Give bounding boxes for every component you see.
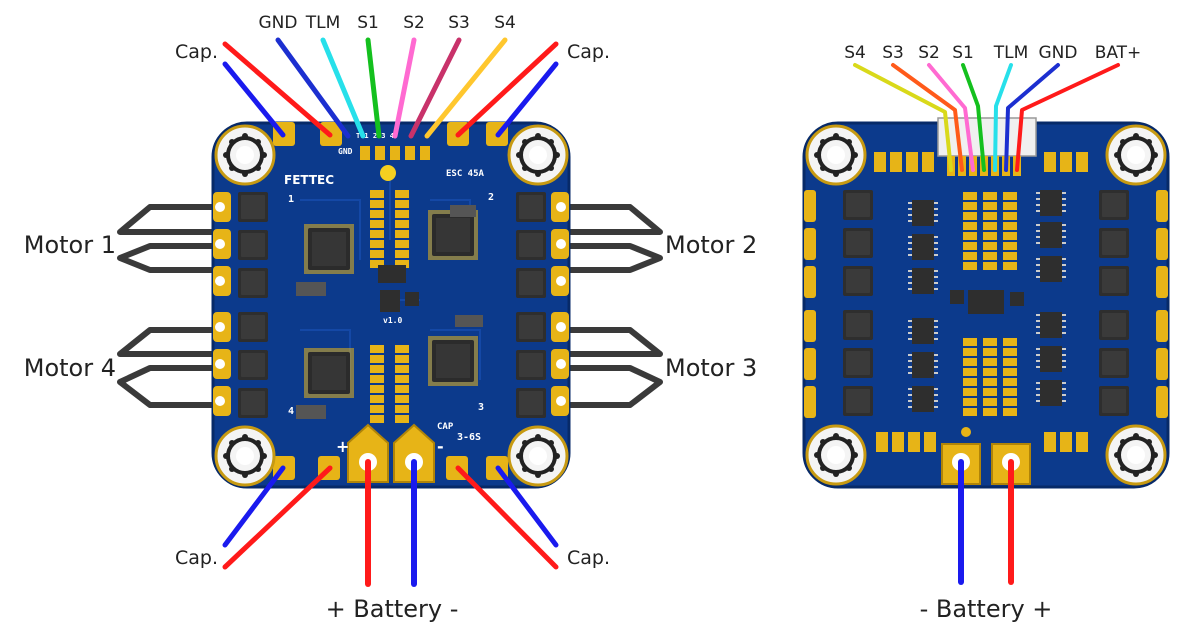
label-motor-2: Motor 2 bbox=[665, 231, 757, 259]
back-side-pads bbox=[804, 190, 1168, 418]
back-label-s2: S2 bbox=[918, 43, 940, 63]
front-battery-pads bbox=[347, 423, 435, 483]
label-tlm: TLM bbox=[305, 13, 341, 33]
label-gnd: GND bbox=[259, 13, 298, 33]
back-caps bbox=[874, 152, 1088, 452]
back-label-s4: S4 bbox=[844, 43, 866, 63]
back-label-s3: S3 bbox=[882, 43, 904, 63]
label-motor-4: Motor 4 bbox=[24, 354, 116, 382]
back-battery-wires bbox=[958, 459, 1014, 585]
silk-pads: T 1 2 3 4 bbox=[356, 132, 394, 140]
label-cap-top-left: Cap. bbox=[175, 41, 218, 63]
label-cap-bottom-left: Cap. bbox=[175, 547, 218, 569]
silk-gnd: GND bbox=[338, 147, 353, 156]
silk-plus: + bbox=[336, 437, 349, 456]
silk-n4: 4 bbox=[288, 406, 294, 417]
silk-brand: FETTEC bbox=[284, 173, 334, 187]
label-s4: S4 bbox=[494, 13, 516, 33]
label-s2: S2 bbox=[403, 13, 425, 33]
motor-wires-right bbox=[558, 204, 663, 408]
back-label-gnd: GND bbox=[1039, 43, 1078, 63]
label-motor-3: Motor 3 bbox=[665, 354, 757, 382]
front-view: FETTEC ESC 45A v1.0 CAP 3-6S GND T 1 2 3… bbox=[24, 13, 758, 623]
silk-n1: 1 bbox=[288, 194, 294, 205]
silk-minus: - bbox=[437, 437, 444, 456]
label-front-battery: + Battery - bbox=[326, 595, 459, 623]
back-view: S4 S3 S2 S1 TLM GND BAT+ - Battery + bbox=[802, 43, 1170, 623]
label-motor-1: Motor 1 bbox=[24, 231, 116, 259]
silk-cap: CAP bbox=[437, 422, 454, 432]
label-cap-top-right: Cap. bbox=[567, 41, 610, 63]
front-silkscreen: FETTEC ESC 45A v1.0 CAP 3-6S GND T 1 2 3… bbox=[284, 132, 494, 456]
label-s1: S1 bbox=[357, 13, 379, 33]
label-s3: S3 bbox=[448, 13, 470, 33]
back-label-bat-plus: BAT+ bbox=[1095, 43, 1142, 63]
back-label-s1: S1 bbox=[952, 43, 974, 63]
silk-cells: 3-6S bbox=[457, 432, 481, 443]
front-cap-wires bbox=[222, 41, 559, 570]
back-top-labels: S4 S3 S2 S1 TLM GND BAT+ bbox=[844, 43, 1141, 63]
front-signal-wires bbox=[275, 37, 508, 139]
label-cap-bottom-right: Cap. bbox=[567, 547, 610, 569]
back-signal-wires bbox=[853, 63, 1120, 172]
silk-version: v1.0 bbox=[383, 316, 402, 325]
back-label-tlm: TLM bbox=[993, 43, 1029, 63]
motor-wires-left bbox=[117, 204, 223, 408]
label-back-battery: - Battery + bbox=[920, 595, 1053, 623]
front-motor-pad-holes bbox=[215, 202, 566, 406]
front-top-labels: GND TLM S1 S2 S3 S4 bbox=[259, 13, 516, 33]
silk-n2: 2 bbox=[488, 192, 494, 203]
silk-n3: 3 bbox=[478, 402, 484, 413]
silk-esc: ESC 45A bbox=[446, 169, 485, 179]
front-battery-wires bbox=[365, 459, 417, 587]
front-small-parts bbox=[296, 165, 483, 419]
